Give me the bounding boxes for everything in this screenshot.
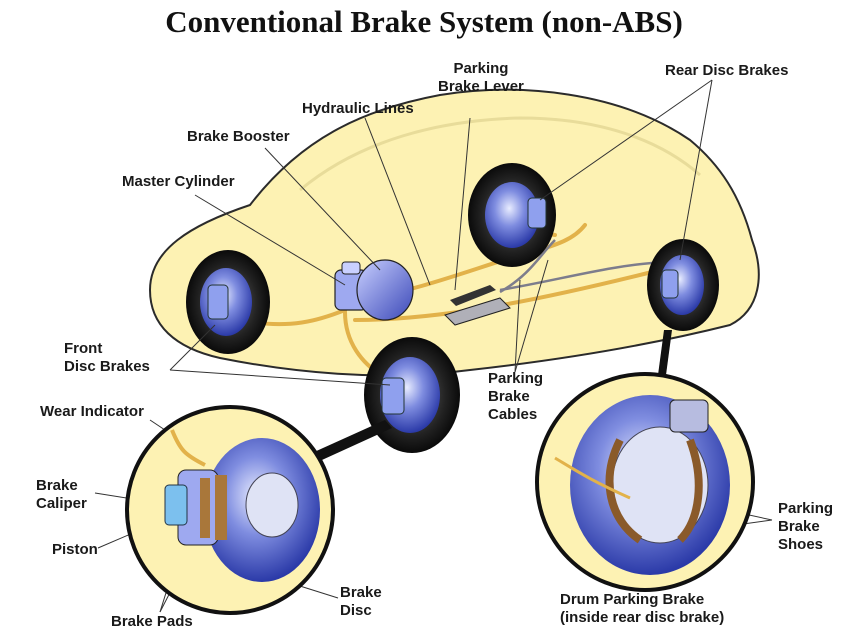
label-line: Cables [488,406,538,423]
front-left-wheel [186,250,270,354]
car-window-line [299,116,701,192]
label-brake-booster: Brake Booster [187,128,290,145]
label-front-disc-brakes: Front Disc Brakes [64,340,150,376]
parking-brake-cables [499,239,666,294]
label-line: Front [64,340,103,357]
label-line: Parking [453,60,509,77]
parking-brake-lever [444,285,511,326]
diagram-title: Conventional Brake System (non-ABS) [165,4,683,39]
label-line: (inside rear disc brake) [560,609,725,626]
label-piston: Piston [52,541,98,558]
label-line: Disc [340,602,372,619]
label-brake-pads: Brake Pads [111,613,193,630]
label-drum-parking-brake: Drum Parking Brake (inside rear disc bra… [560,591,724,627]
label-brake-caliper: Brake Caliper [36,477,87,513]
label-line: Parking [778,500,834,517]
rear-left-wheel [468,163,556,267]
label-line: Parking [488,370,544,387]
label-line: Brake [36,477,78,494]
label-line: Drum Parking Brake [560,591,705,608]
label-line: Brake [778,518,820,535]
inset-disc-brake [125,405,335,615]
label-parking-brake-cables: Parking Brake Cables [488,370,543,424]
car-body [148,88,760,377]
inset-drum-parking-brake [535,372,755,592]
label-rear-disc-brakes: Rear Disc Brakes [665,62,789,79]
label-master-cylinder: Master Cylinder [122,173,235,190]
label-hydraulic-lines: Hydraulic Lines [302,100,414,117]
front-right-wheel [364,337,460,453]
label-line: Disc Brakes [64,358,150,375]
rear-right-wheel [647,239,719,331]
label-line: Brake [340,584,382,601]
label-brake-disc: Brake Disc [340,584,382,620]
label-parking-brake-lever: Parking Brake Lever [438,60,524,96]
label-line: Caliper [36,495,87,512]
label-parking-brake-shoes: Parking Brake Shoes [778,500,833,554]
label-line: Brake Lever [438,78,524,95]
label-line: Brake [488,388,530,405]
brake-booster [356,259,414,321]
label-line: Shoes [778,536,824,553]
label-wear-indicator: Wear Indicator [40,403,144,420]
